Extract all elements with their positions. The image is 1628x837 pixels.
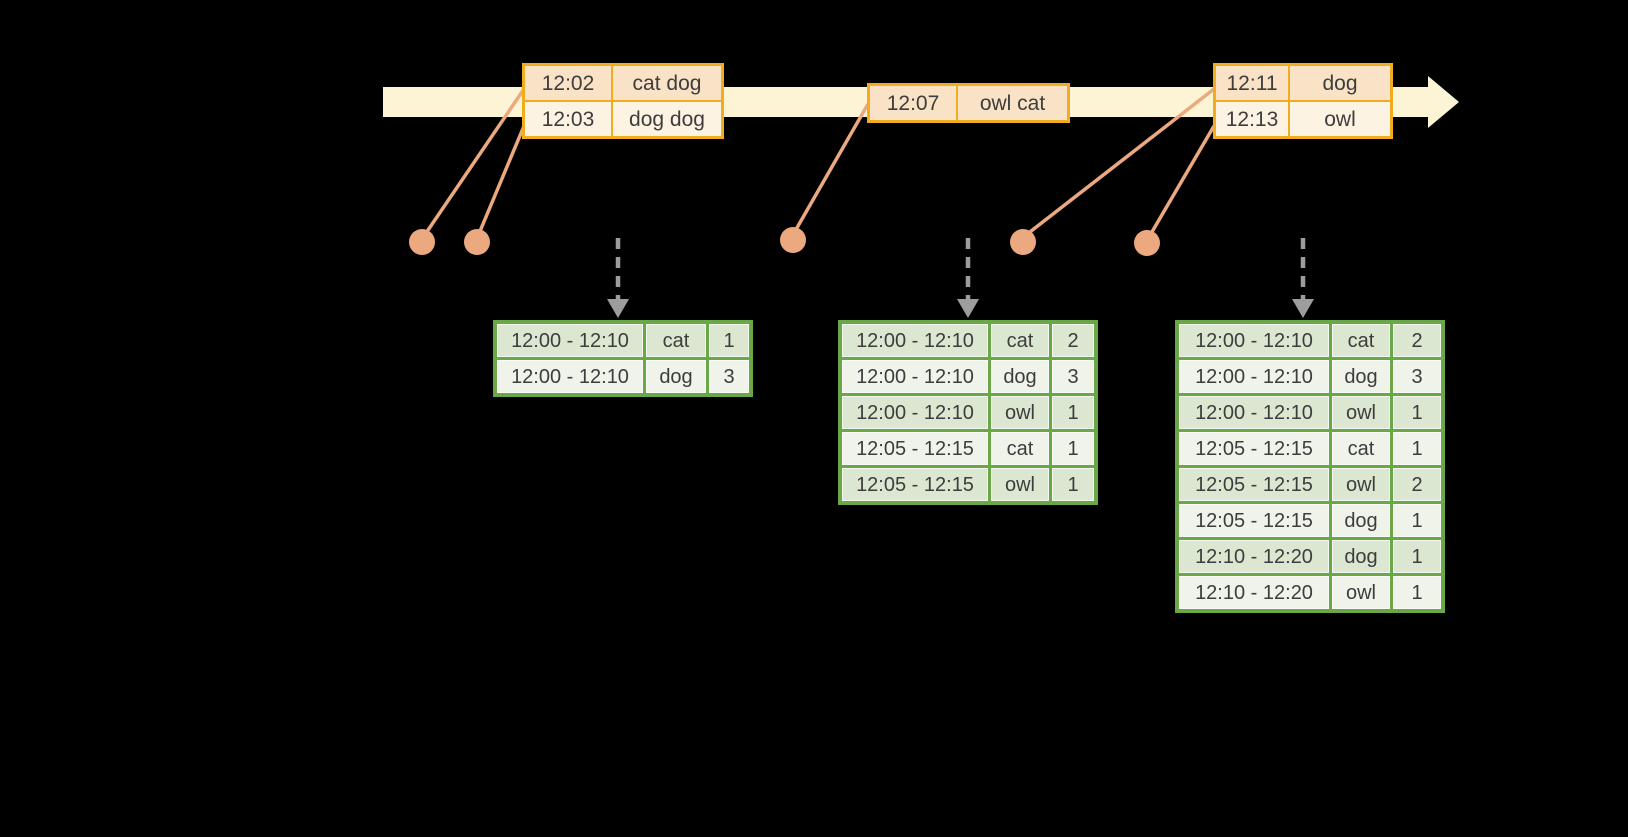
window-cell: 12:05 - 12:15: [1179, 504, 1329, 537]
event-dot: [1010, 229, 1036, 255]
word-cell: dog: [1332, 540, 1390, 573]
event-time: 12:03: [525, 102, 611, 136]
event-words: owl cat: [958, 86, 1067, 120]
count-cell: 3: [709, 360, 749, 393]
word-cell: owl: [1332, 396, 1390, 429]
word-cell: dog: [1332, 360, 1390, 393]
count-cell: 1: [1393, 540, 1441, 573]
event-words: owl: [1290, 102, 1390, 136]
trigger-arrowhead-icon: [607, 299, 629, 318]
count-cell: 1: [1393, 576, 1441, 609]
window-cell: 12:00 - 12:10: [842, 360, 988, 393]
count-cell: 2: [1393, 468, 1441, 501]
event-dot: [464, 229, 490, 255]
window-cell: 12:00 - 12:10: [842, 324, 988, 357]
input-event-table-1: 12:02 cat dog 12:03 dog dog: [522, 63, 724, 139]
window-cell: 12:00 - 12:10: [1179, 324, 1329, 357]
word-cell: cat: [991, 432, 1049, 465]
count-cell: 1: [1393, 432, 1441, 465]
event-dot: [409, 229, 435, 255]
connector-line: [792, 103, 870, 234]
event-words: cat dog: [613, 66, 721, 100]
event-time: 12:11: [1216, 66, 1288, 100]
window-cell: 12:00 - 12:10: [497, 360, 643, 393]
connector-line: [476, 125, 526, 237]
count-cell: 1: [709, 324, 749, 357]
count-cell: 2: [1052, 324, 1094, 357]
word-cell: owl: [1332, 468, 1390, 501]
window-cell: 12:00 - 12:10: [1179, 396, 1329, 429]
timeline-arrowhead-icon: [1428, 76, 1459, 128]
trigger-arrowhead-icon: [1292, 299, 1314, 318]
count-cell: 1: [1052, 468, 1094, 501]
window-cell: 12:05 - 12:15: [842, 432, 988, 465]
event-time: 12:02: [525, 66, 611, 100]
event-words: dog: [1290, 66, 1390, 100]
trigger-arrows: [615, 238, 1306, 300]
result-table-2: 12:00 - 12:10 cat 2 12:00 - 12:10 dog 3 …: [838, 320, 1098, 505]
word-cell: dog: [646, 360, 706, 393]
event-dot: [780, 227, 806, 253]
word-cell: cat: [1332, 324, 1390, 357]
trigger-arrowhead-icon: [957, 299, 979, 318]
count-cell: 3: [1393, 360, 1441, 393]
window-cell: 12:10 - 12:20: [1179, 576, 1329, 609]
event-time: 12:13: [1216, 102, 1288, 136]
window-cell: 12:00 - 12:10: [1179, 360, 1329, 393]
window-cell: 12:00 - 12:10: [842, 396, 988, 429]
count-cell: 3: [1052, 360, 1094, 393]
window-cell: 12:05 - 12:15: [1179, 468, 1329, 501]
word-cell: dog: [1332, 504, 1390, 537]
count-cell: 1: [1393, 396, 1441, 429]
window-cell: 12:05 - 12:15: [842, 468, 988, 501]
count-cell: 1: [1052, 396, 1094, 429]
word-cell: owl: [991, 396, 1049, 429]
input-event-table-3: 12:11 dog 12:13 owl: [1213, 63, 1393, 139]
word-cell: cat: [991, 324, 1049, 357]
window-cell: 12:05 - 12:15: [1179, 432, 1329, 465]
event-dots: [409, 227, 1160, 256]
count-cell: 2: [1393, 324, 1441, 357]
count-cell: 1: [1393, 504, 1441, 537]
word-cell: owl: [1332, 576, 1390, 609]
window-cell: 12:00 - 12:10: [497, 324, 643, 357]
connector-line: [1147, 125, 1216, 238]
input-event-table-2: 12:07 owl cat: [867, 83, 1070, 123]
count-cell: 1: [1052, 432, 1094, 465]
word-cell: cat: [646, 324, 706, 357]
event-words: dog dog: [613, 102, 721, 136]
word-cell: dog: [991, 360, 1049, 393]
result-table-1: 12:00 - 12:10 cat 1 12:00 - 12:10 dog 3: [493, 320, 753, 397]
word-cell: owl: [991, 468, 1049, 501]
event-dot: [1134, 230, 1160, 256]
result-table-3: 12:00 - 12:10 cat 2 12:00 - 12:10 dog 3 …: [1175, 320, 1445, 613]
window-cell: 12:10 - 12:20: [1179, 540, 1329, 573]
word-cell: cat: [1332, 432, 1390, 465]
trigger-arrowheads: [607, 299, 1314, 318]
event-time: 12:07: [870, 86, 956, 120]
